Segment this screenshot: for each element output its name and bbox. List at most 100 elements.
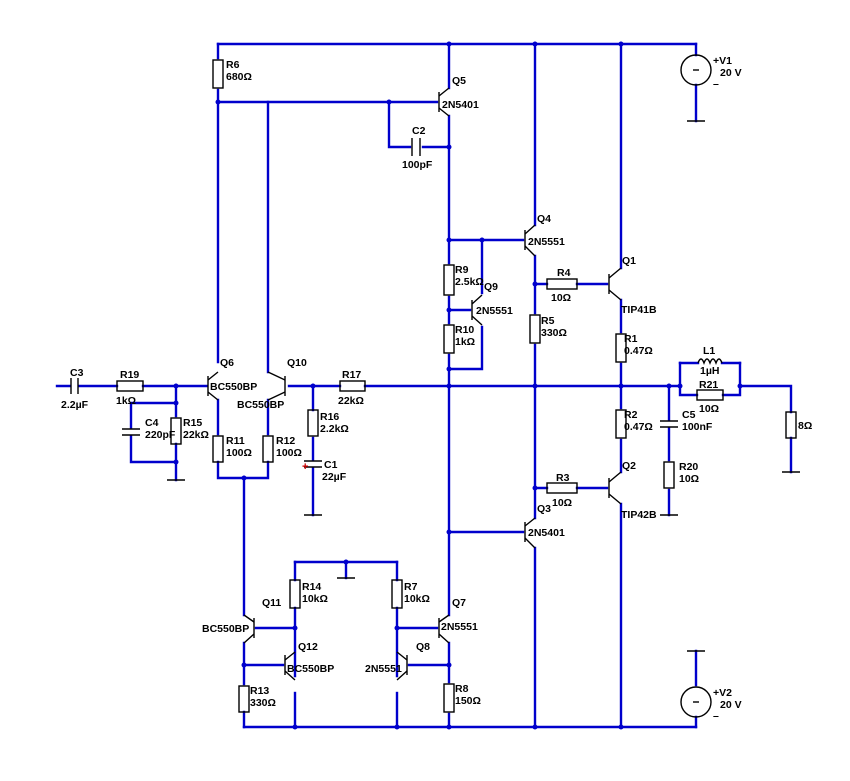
c1-polarity: + (302, 461, 308, 473)
q2-ref: Q2 (622, 460, 636, 472)
q10-ref: Q10 (287, 357, 307, 369)
v2-source (680, 686, 712, 718)
c3-ref: C3 (70, 367, 84, 379)
v2-minus: – (713, 710, 719, 722)
q4-symbol (524, 224, 536, 257)
q3-part: 2N5401 (528, 527, 565, 539)
r17-value: 22kΩ (338, 395, 364, 407)
r13-body (238, 685, 250, 713)
wires (55, 42, 793, 729)
q12-part: BC550BP (287, 663, 334, 675)
q6-ref: Q6 (220, 357, 234, 369)
r2-body (615, 409, 627, 439)
r13-value: 330Ω (250, 697, 276, 709)
r7-value: 10kΩ (404, 593, 430, 605)
q6-symbol (207, 371, 219, 401)
r6-body (212, 59, 224, 89)
capacitors (70, 138, 678, 468)
q10-symbol (267, 371, 286, 401)
r17-body (339, 380, 366, 392)
r11-value: 100Ω (226, 447, 252, 459)
r5-value: 330Ω (541, 327, 567, 339)
c5-ref: C5 (682, 409, 696, 421)
q8-ref: Q8 (416, 641, 430, 653)
r11-body (212, 435, 224, 463)
c1-value: 22µF (322, 471, 347, 483)
r10-body (443, 324, 455, 354)
c4-plates (122, 428, 140, 436)
r15-ref: R15 (183, 417, 202, 429)
r16-body (307, 409, 319, 437)
r16-ref: R16 (320, 411, 339, 423)
q7-part: 2N5551 (441, 621, 478, 633)
q7-symbol (438, 614, 450, 644)
v1-source (680, 54, 712, 86)
q7-ref: Q7 (452, 597, 466, 609)
q3-ref: Q3 (537, 503, 551, 515)
r11-ref: R11 (226, 435, 245, 447)
transistors (207, 87, 622, 681)
q2-symbol (608, 471, 622, 505)
r20-body (663, 461, 675, 489)
v1-value: 20 V (720, 67, 742, 79)
r6-value: 680Ω (226, 71, 252, 83)
q11-ref: Q11 (262, 597, 281, 609)
r4-body (546, 278, 578, 290)
l1-value: 1µH (700, 365, 719, 377)
r12-ref: R12 (276, 435, 295, 447)
c2-plates (411, 138, 421, 156)
r19-value: 1kΩ (116, 395, 136, 407)
q2-part: TIP42B (621, 509, 657, 521)
r4-ref: R4 (557, 267, 571, 279)
q6-part: BC550BP (210, 381, 257, 393)
c4-ref: C4 (145, 417, 159, 429)
r3-value: 10Ω (552, 497, 572, 509)
r14-value: 10kΩ (302, 593, 328, 605)
r12-body (262, 435, 274, 463)
r20-value: 10Ω (679, 473, 699, 485)
c5-plates (660, 420, 678, 428)
r1-body (615, 333, 627, 363)
r2-ref: R2 (624, 409, 638, 421)
c4-value: 220pF (145, 429, 176, 441)
r3-ref: R3 (556, 472, 570, 484)
q11-part: BC550BP (202, 623, 249, 635)
c3-value: 2.2µF (61, 399, 89, 411)
labels: C3 2.2µF R19 1kΩ C4 220pF R15 22kΩ Q6 BC… (61, 55, 812, 722)
c1-ref: C1 (324, 459, 338, 471)
r8-body (443, 683, 455, 713)
r15-body (170, 417, 182, 445)
q11-symbol (243, 614, 255, 644)
r15-value: 22kΩ (183, 429, 209, 441)
r5-ref: R5 (541, 315, 555, 327)
r2-value: 0.47Ω (624, 421, 653, 433)
q8-part: 2N5551 (365, 663, 402, 675)
r1-value: 0.47Ω (624, 345, 653, 357)
q12-symbol (284, 651, 296, 681)
rl-value: 8Ω (798, 420, 812, 432)
r6-ref: R6 (226, 59, 240, 71)
c3-plates (70, 378, 79, 394)
q1-ref: Q1 (622, 255, 636, 267)
q5-ref: Q5 (452, 75, 466, 87)
r19-ref: R19 (120, 369, 139, 381)
r7-body (391, 579, 403, 609)
l1-coil (697, 358, 723, 365)
r8-ref: R8 (455, 683, 469, 695)
v1-minus: – (713, 78, 719, 90)
c2-value: 100pF (402, 159, 433, 171)
q9-ref: Q9 (484, 281, 498, 293)
l1-ref: L1 (703, 345, 715, 357)
grounds (167, 120, 800, 652)
r19-body (116, 380, 144, 392)
r21-value: 10Ω (699, 403, 719, 415)
q12-ref: Q12 (298, 641, 318, 653)
r7-ref: R7 (404, 581, 418, 593)
r9-ref: R9 (455, 264, 469, 276)
r10-ref: R10 (455, 324, 474, 336)
c5-value: 100nF (682, 421, 713, 433)
r5-body (529, 314, 541, 344)
r13-ref: R13 (250, 685, 269, 697)
rl-body (785, 411, 797, 439)
r14-body (289, 579, 301, 609)
